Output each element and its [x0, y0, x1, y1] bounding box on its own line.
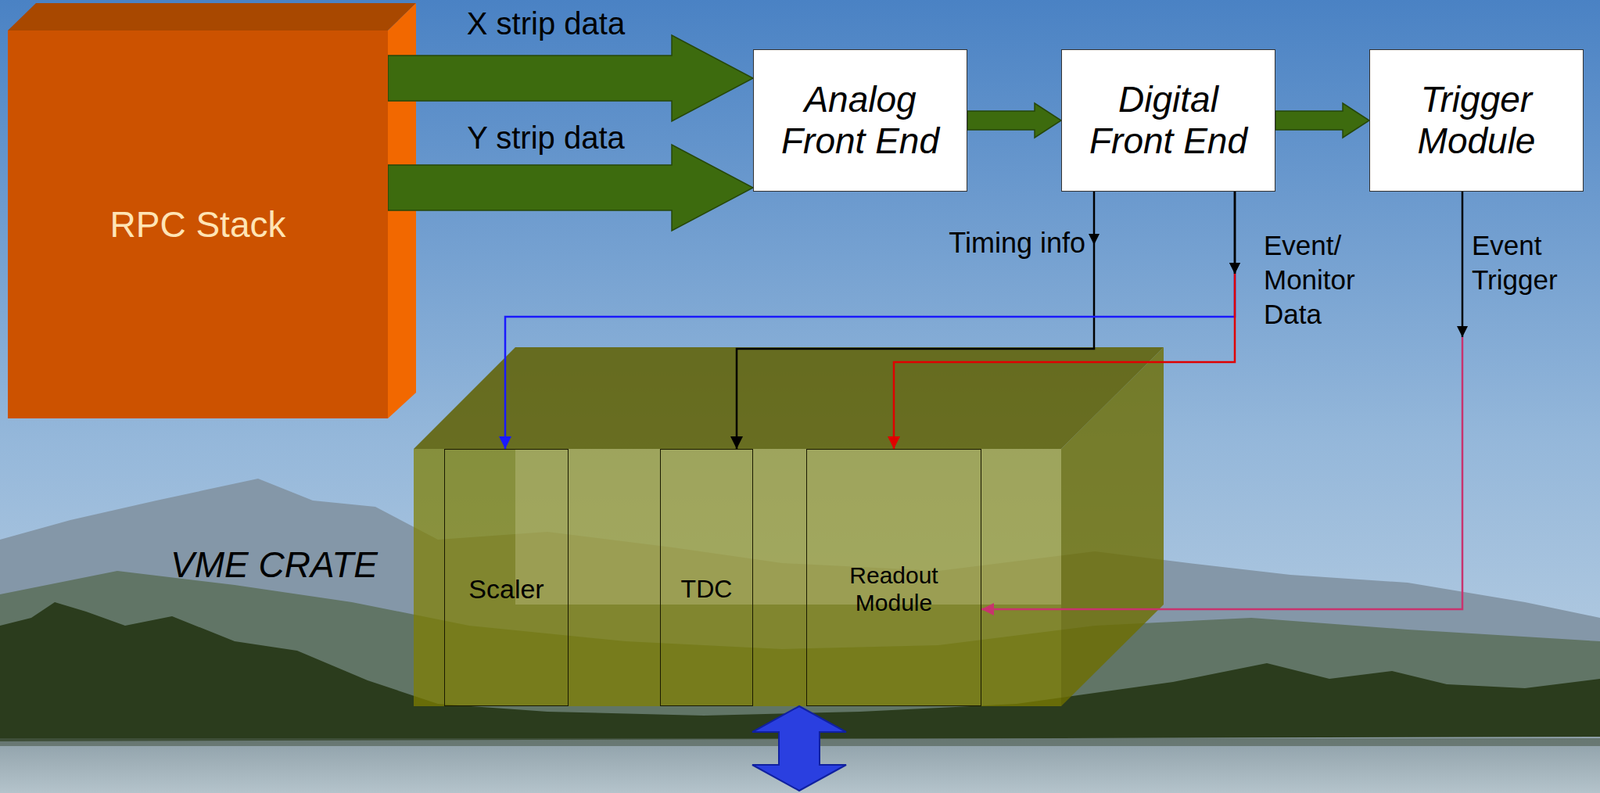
signal-connector — [1275, 103, 1370, 138]
vme-crate: VME CRATEScalerTDCReadout Module — [413, 448, 1062, 707]
node-label: Trigger Module — [1384, 78, 1569, 162]
signal-label: Event/ Monitor Data — [1263, 228, 1370, 332]
bus-double-arrow — [752, 706, 847, 791]
process-box: Trigger Module — [1369, 49, 1584, 192]
signal-connector — [387, 144, 754, 231]
process-box: Analog Front End — [753, 49, 968, 192]
rpc-stack-top-face — [7, 3, 417, 31]
signal-connector — [730, 191, 1100, 449]
signal-connector — [498, 191, 1241, 449]
crate-back-wall — [515, 448, 1062, 605]
vme-module: Scaler — [444, 448, 569, 707]
vme-module: TDC — [660, 448, 754, 707]
detector-stack: RPC Stack — [7, 30, 388, 419]
arrowhead — [498, 436, 512, 449]
connector-line — [736, 244, 1095, 449]
node-label: RPC Stack — [110, 203, 287, 246]
signal-label: X strip data — [428, 6, 664, 42]
vme-module: Readout Module — [806, 448, 982, 707]
connector-line — [1234, 191, 1237, 274]
arrowhead — [887, 436, 901, 449]
node-label: Scaler — [468, 573, 544, 605]
arrowhead — [1456, 326, 1468, 338]
node-label: Readout Module — [816, 562, 972, 617]
connector-line — [1461, 191, 1464, 338]
block-arrow — [1275, 103, 1370, 138]
node-label: Analog Front End — [767, 78, 953, 162]
block-arrow — [967, 103, 1062, 138]
crate-side-face — [1061, 347, 1164, 707]
node-label: Digital Front End — [1076, 78, 1261, 162]
connector-line — [893, 273, 1235, 449]
arrowhead — [1088, 233, 1100, 245]
crate-front-face — [413, 448, 1062, 707]
block-arrow — [387, 35, 754, 122]
signal-label: Timing info — [913, 226, 1086, 260]
block-arrow — [387, 144, 754, 231]
connector-line — [981, 337, 1463, 610]
arrowhead — [1229, 262, 1241, 274]
signal-connector — [967, 103, 1062, 138]
signal-label: Event Trigger — [1471, 228, 1574, 298]
signal-connector — [887, 191, 1241, 449]
signal-connector — [387, 35, 754, 122]
node-label: TDC — [681, 574, 733, 604]
connector-line — [1234, 191, 1237, 274]
arrowhead — [730, 436, 743, 449]
connector-line — [505, 273, 1235, 449]
node-label: VME CRATE — [170, 543, 378, 586]
arrowhead — [981, 602, 994, 616]
signal-label: Y strip data — [428, 120, 664, 156]
arrowhead — [1229, 262, 1241, 274]
process-box: Digital Front End — [1061, 49, 1276, 192]
